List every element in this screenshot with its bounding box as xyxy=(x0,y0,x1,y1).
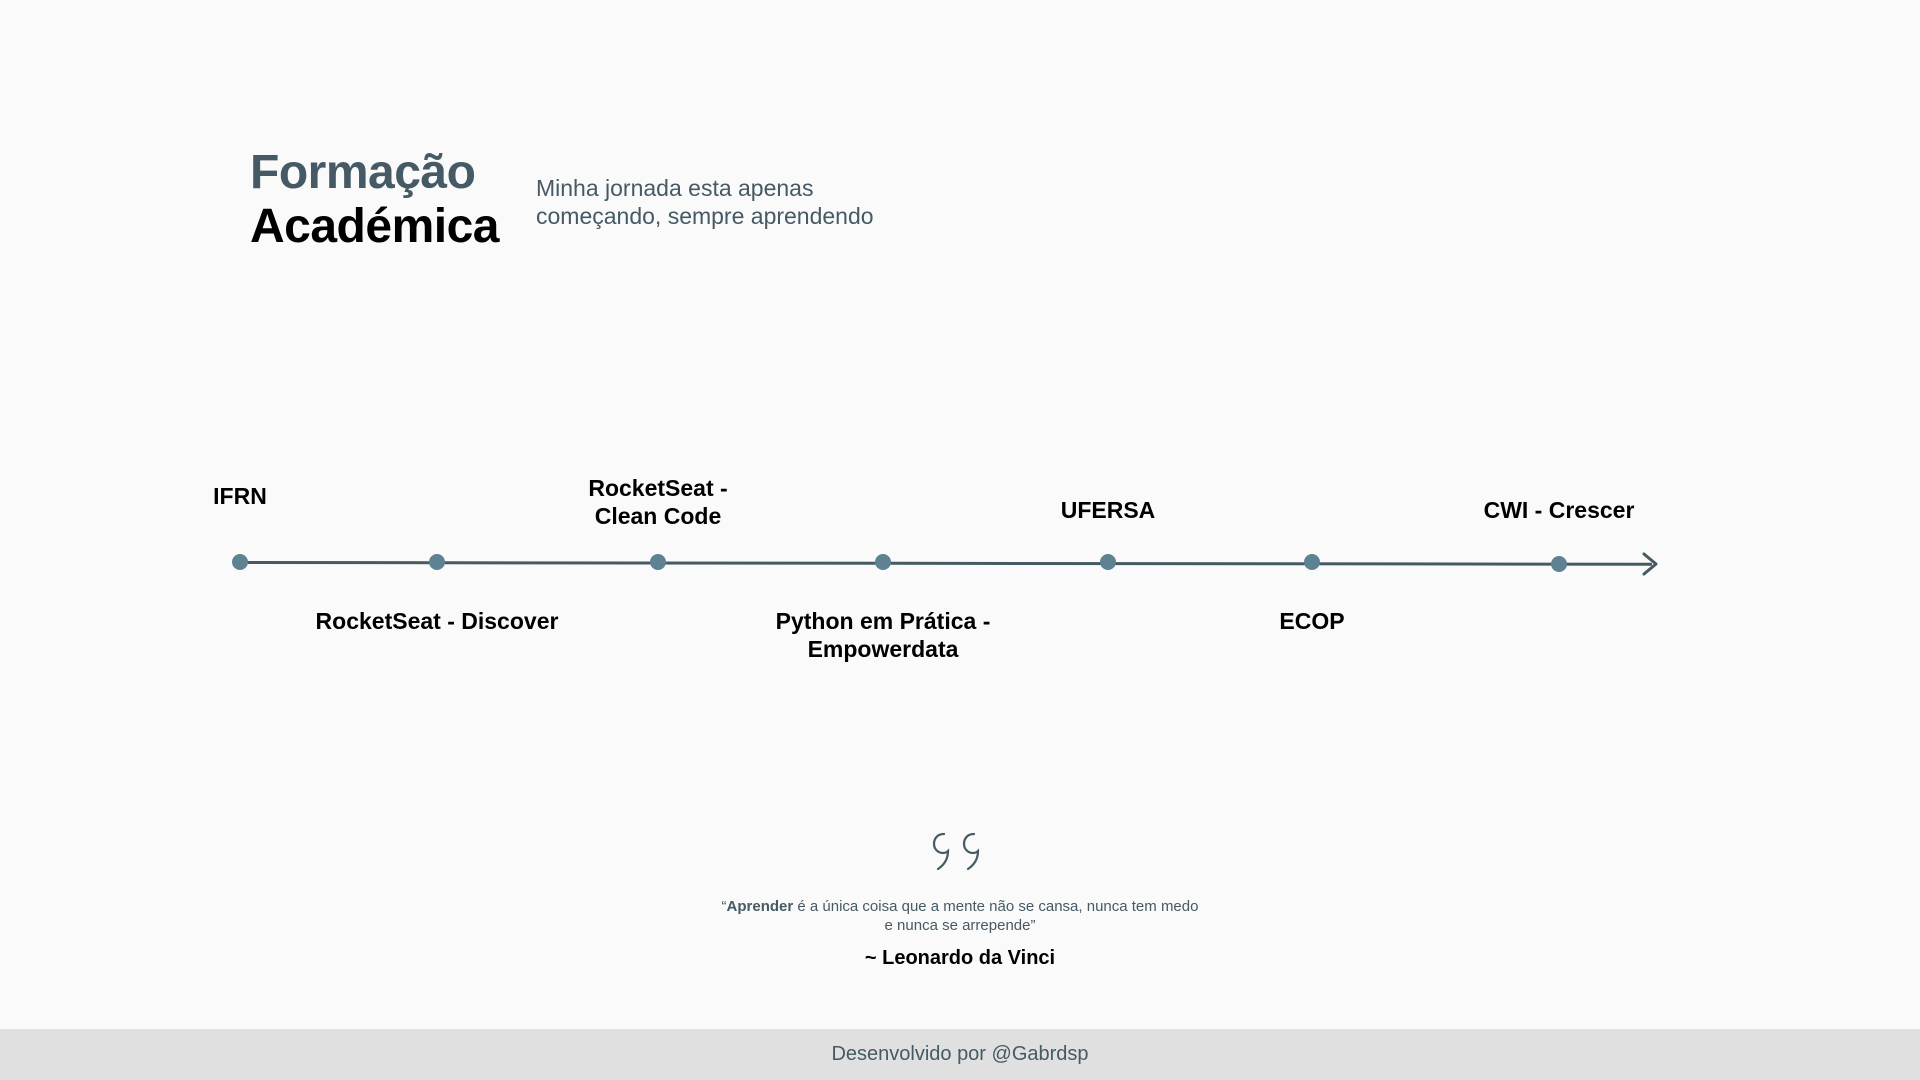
timeline-label-line1: CWI - Crescer xyxy=(1483,497,1635,523)
timeline-label-rocketseat-clean-code: RocketSeat - Clean Code xyxy=(588,474,727,530)
quote-bold-word: Aprender xyxy=(726,898,794,915)
timeline-label-python-em-pratica: Python em Prática - Empowerdata xyxy=(776,607,991,663)
timeline-label-line1: RocketSeat - Discover xyxy=(315,608,559,634)
footer-credit: Desenvolvido por @Gabrdsp xyxy=(831,1043,1089,1065)
quote-icon xyxy=(932,832,980,871)
timeline-dot-python-em-pratica[interactable] xyxy=(875,554,891,570)
arrow-right-icon xyxy=(1642,552,1658,576)
timeline-label-ufersa: UFERSA xyxy=(1061,496,1156,524)
timeline-label-rocketseat-discover: RocketSeat - Discover xyxy=(316,607,559,635)
timeline-dot-ufersa[interactable] xyxy=(1100,554,1116,570)
timeline-dot-rocketseat-discover[interactable] xyxy=(429,554,445,570)
quote-open-mark: “ xyxy=(721,898,727,915)
quote-author: ~ Leonardo da Vinci xyxy=(864,947,1056,969)
timeline-dot-ecop[interactable] xyxy=(1304,554,1320,570)
timeline-label-line1: ECOP xyxy=(1279,608,1345,634)
timeline-label-cwi-crescer: CWI - Crescer xyxy=(1484,496,1635,524)
quote-text: “Aprender é a única coisa que a mente nã… xyxy=(720,897,1200,935)
timeline-dot-cwi-crescer[interactable] xyxy=(1551,556,1567,572)
footer: Desenvolvido por @Gabrdsp xyxy=(0,1029,1920,1080)
timeline-label-line1: RocketSeat - xyxy=(588,475,728,501)
page-title: Formação Académica xyxy=(250,146,499,254)
page-subtitle: Minha jornada esta apenas começando, sem… xyxy=(536,174,956,230)
timeline-label-ifrn: IFRN xyxy=(213,482,267,510)
quote-rest: é a única coisa que a mente não se cansa… xyxy=(793,898,1199,934)
subtitle-line1: Minha jornada esta apenas xyxy=(536,175,814,201)
subtitle-line2: começando, sempre aprendendo xyxy=(536,203,874,229)
timeline-label-line2: Clean Code xyxy=(594,503,722,529)
timeline-line xyxy=(239,561,1653,566)
timeline-label-line1: Python em Prática - xyxy=(775,608,991,634)
timeline-dot-rocketseat-clean-code[interactable] xyxy=(650,554,666,570)
timeline-dot-ifrn[interactable] xyxy=(232,554,248,570)
timeline-label-line1: UFERSA xyxy=(1060,497,1156,523)
page-title-line1: Formação xyxy=(250,146,476,199)
page-title-line2: Académica xyxy=(250,200,499,253)
timeline-label-ecop: ECOP xyxy=(1279,607,1344,635)
timeline-label-line1: IFRN xyxy=(213,483,267,509)
timeline-label-line2: Empowerdata xyxy=(807,636,959,662)
